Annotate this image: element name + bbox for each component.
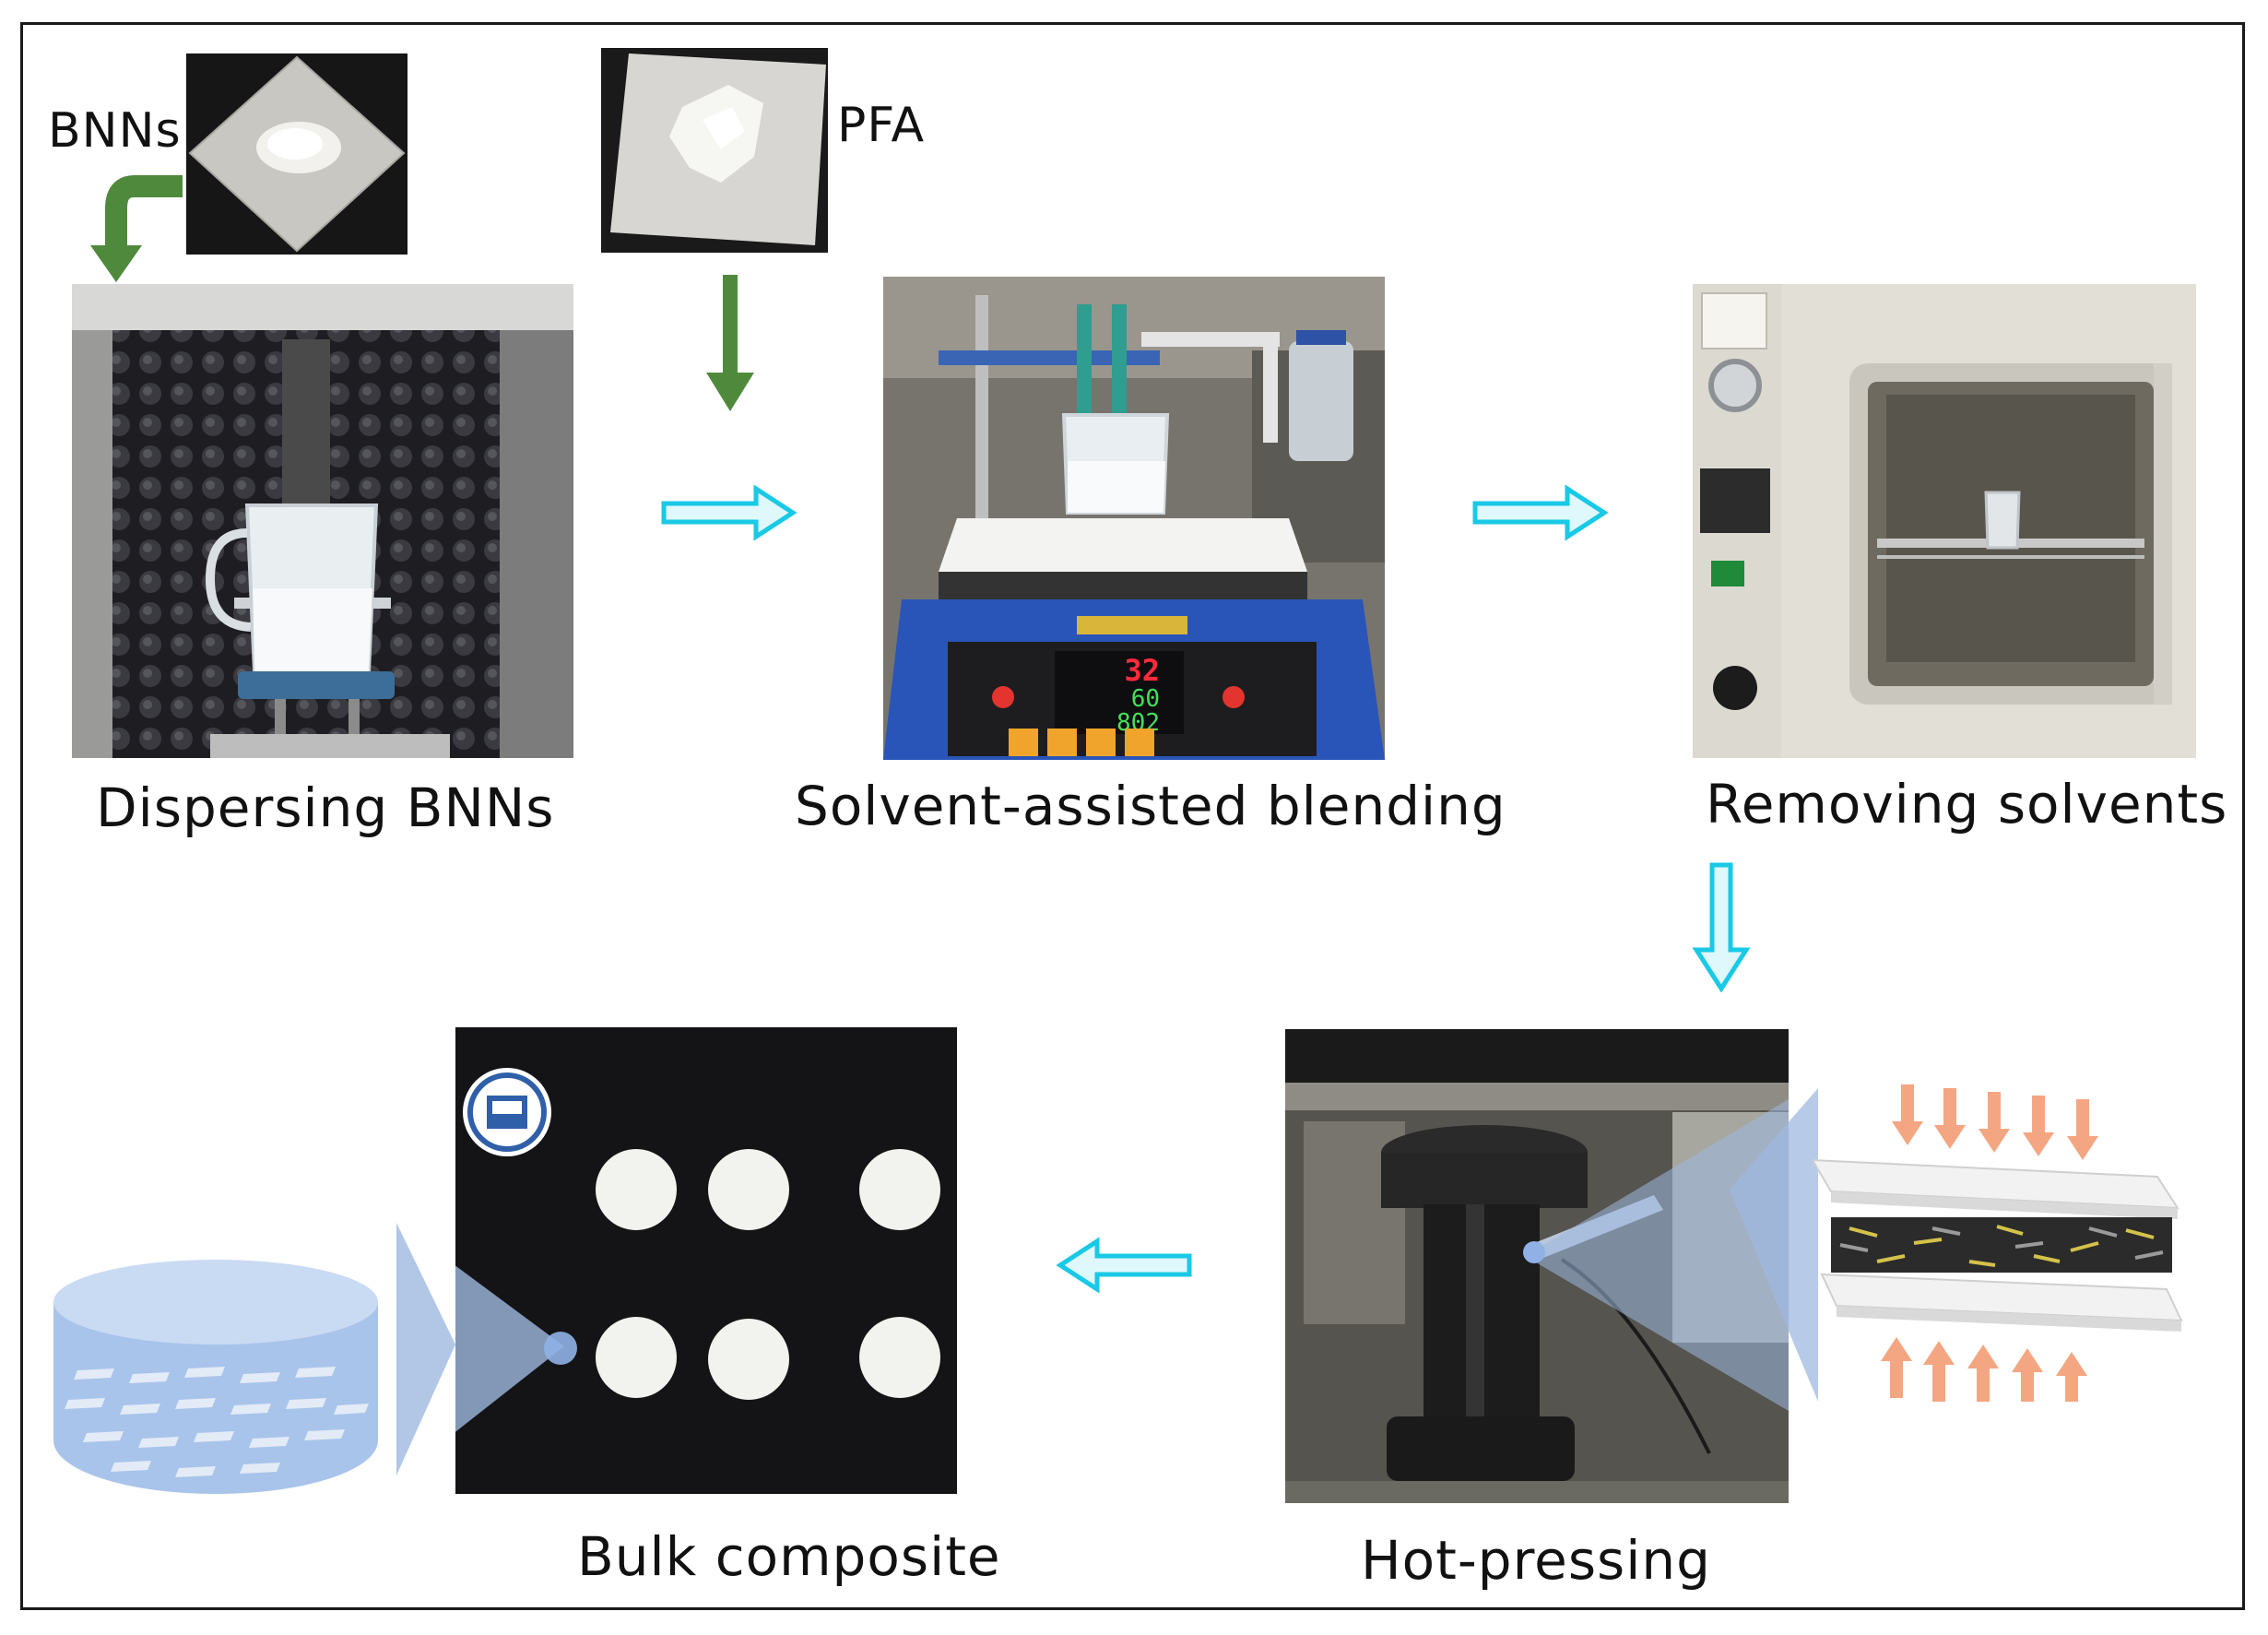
- pressed-flakes: [1831, 1217, 2172, 1273]
- hot-pressing-label: Hot-pressing: [1361, 1529, 1711, 1592]
- university-logo-icon: [463, 1068, 551, 1156]
- hot-press-photo: [1285, 1029, 1789, 1503]
- removing-label: Removing solvents: [1706, 773, 2228, 835]
- flow-arrow-1: [661, 484, 797, 541]
- oven-photo: [1693, 284, 2196, 758]
- bulk-composite-label: Bulk composite: [577, 1525, 1001, 1588]
- press-down-arrows: [1892, 1084, 2098, 1160]
- dispersing-label: Dispersing BNNs: [96, 776, 555, 839]
- hot-press-schematic: [1813, 1084, 2183, 1402]
- filler-flakes: [65, 1367, 369, 1477]
- flow-arrow-left: [1056, 1237, 1192, 1294]
- blending-photo: 32 60 802: [883, 277, 1385, 760]
- flow-arrow-down: [1692, 862, 1751, 992]
- hotplate-line2-readout: 60: [1131, 685, 1160, 713]
- hot-press-zoom-cone: [1730, 1088, 1818, 1402]
- bulk-composite-photo: [455, 1027, 957, 1494]
- pfa-powder-photo: [601, 48, 828, 253]
- pfa-feed-arrow: [706, 275, 754, 411]
- press-up-arrows: [1881, 1337, 2087, 1402]
- bnns-label: BNNs: [48, 103, 182, 159]
- composite-cylinder-schematic: [53, 1260, 378, 1494]
- bulk-zoom-cone: [396, 1223, 455, 1475]
- hotplate-temp-readout: 32: [1124, 653, 1160, 688]
- pfa-label: PFA: [837, 98, 926, 153]
- bnns-feed-arrow: [90, 175, 183, 282]
- flow-arrow-2: [1472, 484, 1609, 541]
- blending-label: Solvent-assisted blending: [795, 775, 1506, 837]
- dispersing-photo: [72, 284, 573, 758]
- bnns-powder-photo: [186, 53, 408, 255]
